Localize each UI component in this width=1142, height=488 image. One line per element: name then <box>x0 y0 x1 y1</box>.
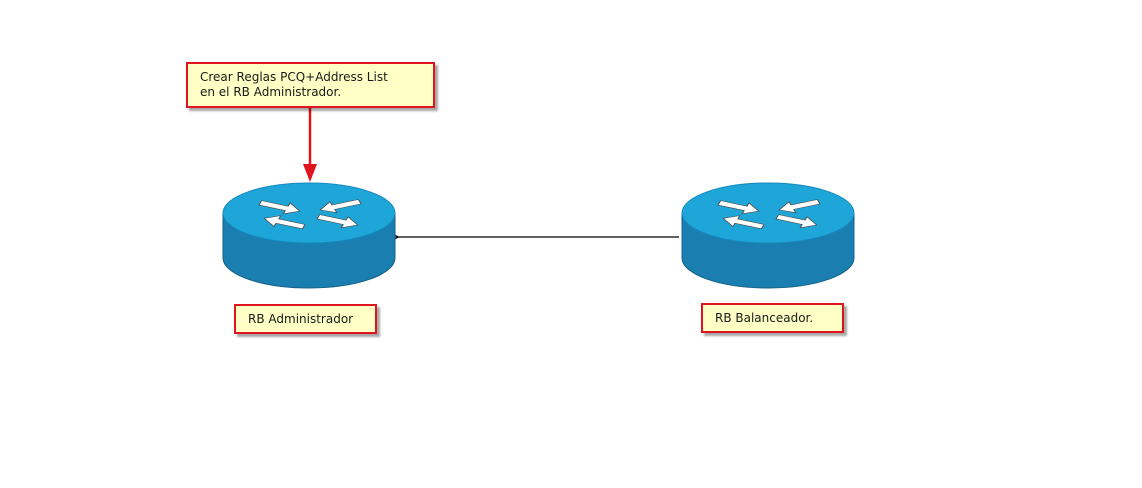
callout-arrow <box>303 108 317 182</box>
router-icon[interactable] <box>681 182 855 289</box>
router-icon[interactable] <box>222 182 396 289</box>
instruction-note[interactable]: Crear Reglas PCQ+Address List en el RB A… <box>186 62 435 108</box>
instruction-note-line1: Crear Reglas PCQ+Address List <box>200 70 388 84</box>
instruction-note-line2: en el RB Administrador. <box>200 85 342 99</box>
router-label-admin[interactable]: RB Administrador <box>234 304 377 334</box>
router-label-balancer[interactable]: RB Balanceador. <box>701 303 844 333</box>
